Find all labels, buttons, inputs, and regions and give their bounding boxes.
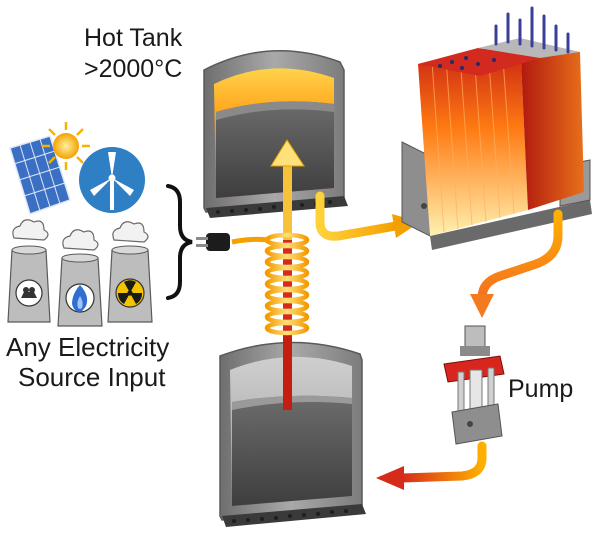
nuclear-plant-icon [107, 221, 153, 323]
input-brace [166, 184, 193, 300]
coal-plant-icon [7, 219, 51, 323]
hot-tank [203, 50, 348, 218]
hot-tank-temperature: >2000°C [84, 55, 183, 83]
pump-label: Pump [508, 375, 574, 403]
solar-panel-icon [9, 135, 71, 215]
return-flow-arrow [376, 441, 487, 490]
gas-plant-icon [57, 229, 103, 327]
pump [443, 325, 505, 445]
hot-tank-label: Hot Tank [84, 24, 183, 52]
sun-icon [42, 122, 90, 170]
power-plug-icon [196, 233, 230, 251]
wind-turbine-icon [79, 147, 145, 213]
heating-coil [264, 232, 310, 336]
electricity-source-label-line1: Any Electricity [6, 332, 170, 362]
power-block [401, 6, 592, 250]
power-cable [231, 236, 269, 245]
cold-tank [219, 341, 366, 527]
electricity-source-label-line2: Source Input [18, 362, 166, 392]
cool-flow-arrow [470, 209, 563, 318]
